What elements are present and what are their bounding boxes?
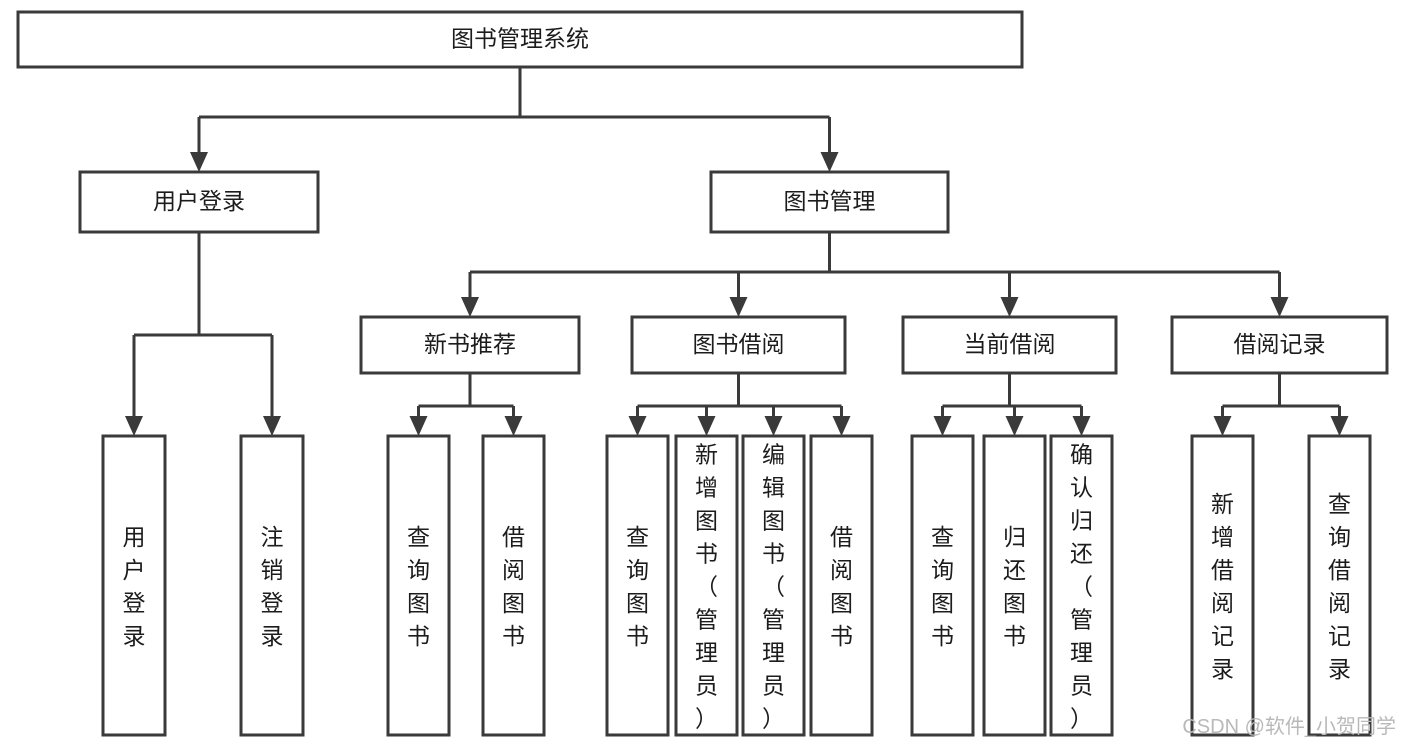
node-label: 图书借阅 <box>693 331 785 357</box>
node-box <box>809 434 874 737</box>
node-box <box>1049 434 1114 737</box>
node-label: 注销登录 <box>261 524 284 649</box>
node-label: 归还图书 <box>1003 524 1026 649</box>
node-user-login[interactable]: 用户登录 <box>78 170 320 234</box>
node-book-manage[interactable]: 图书管理 <box>709 170 950 234</box>
node-box <box>359 315 581 375</box>
node-label: 借阅图书 <box>502 524 525 649</box>
node-box <box>630 315 847 375</box>
arrow-head-icon <box>125 416 143 436</box>
node-current-borrow[interactable]: 当前借阅 <box>901 315 1118 375</box>
arrow-head-icon <box>1000 297 1019 317</box>
node-leaf-query-book-1[interactable]: 查询图书 <box>386 434 451 737</box>
node-leaf-borrow-book-1[interactable]: 借阅图书 <box>481 434 546 737</box>
node-box <box>709 170 950 234</box>
node-box <box>741 434 806 737</box>
csdn-watermark: CSDN @软件_小贺同学 <box>1182 715 1396 738</box>
nodes-layer: 图书管理系统用户登录图书管理新书推荐图书借阅当前借阅借阅记录用户登录注销登录查询… <box>16 10 1389 737</box>
node-label: 新增借阅记录 <box>1211 491 1234 682</box>
node-box <box>1170 315 1389 375</box>
edges-layer <box>125 67 1349 436</box>
node-box <box>605 434 670 737</box>
arrow-head-icon <box>764 416 783 436</box>
node-label: 当前借阅 <box>964 331 1056 357</box>
node-leaf-query-record[interactable]: 查询借阅记录 <box>1307 434 1372 737</box>
node-box <box>1307 434 1372 737</box>
node-leaf-logout[interactable]: 注销登录 <box>239 434 305 737</box>
node-leaf-return-book[interactable]: 归还图书 <box>982 434 1047 737</box>
node-box <box>481 434 546 737</box>
node-label: 编辑图书（管理员） <box>762 442 785 732</box>
node-label: 图书管理系统 <box>451 26 589 52</box>
node-label: 借阅记录 <box>1234 331 1326 357</box>
arrow-head-icon <box>1005 416 1024 436</box>
node-leaf-edit-book[interactable]: 编辑图书（管理员） <box>741 434 806 737</box>
node-label: 查询图书 <box>407 524 430 649</box>
node-label: 查询图书 <box>626 524 649 649</box>
node-label: 借阅图书 <box>830 524 853 649</box>
node-box <box>1190 434 1255 737</box>
node-borrow-record[interactable]: 借阅记录 <box>1170 315 1389 375</box>
arrow-head-icon <box>1072 416 1091 436</box>
node-label: 新增图书（管理员） <box>695 442 718 732</box>
node-leaf-user-login[interactable]: 用户登录 <box>101 434 167 737</box>
node-box <box>239 434 305 737</box>
arrow-head-icon <box>409 416 428 436</box>
node-leaf-borrow-book-2[interactable]: 借阅图书 <box>809 434 874 737</box>
node-label: 查询借阅记录 <box>1328 491 1351 682</box>
arrow-head-icon <box>190 152 208 172</box>
arrow-head-icon <box>820 152 839 172</box>
node-leaf-add-book[interactable]: 新增图书（管理员） <box>674 434 739 737</box>
arrow-head-icon <box>1213 416 1232 436</box>
node-book-borrow[interactable]: 图书借阅 <box>630 315 847 375</box>
arrow-head-icon <box>729 297 748 317</box>
node-label: 用户登录 <box>123 524 146 649</box>
node-leaf-query-book-3[interactable]: 查询图书 <box>910 434 975 737</box>
node-box <box>674 434 739 737</box>
node-new-book-rec[interactable]: 新书推荐 <box>359 315 581 375</box>
node-box <box>78 170 320 234</box>
node-box <box>386 434 451 737</box>
node-label: 查询图书 <box>931 524 954 649</box>
arrow-head-icon <box>933 416 952 436</box>
node-label: 用户登录 <box>153 188 245 214</box>
arrow-head-icon <box>263 416 281 436</box>
arrow-head-icon <box>628 416 647 436</box>
node-box <box>901 315 1118 375</box>
arrow-head-icon <box>1270 297 1289 317</box>
arrow-head-icon <box>832 416 851 436</box>
arrow-head-icon <box>1330 416 1349 436</box>
node-leaf-confirm-return[interactable]: 确认归还（管理员） <box>1049 434 1114 737</box>
node-box <box>910 434 975 737</box>
node-label: 确认归还（管理员） <box>1070 442 1093 732</box>
node-box <box>16 10 1024 69</box>
node-leaf-add-record[interactable]: 新增借阅记录 <box>1190 434 1255 737</box>
arrow-head-icon <box>504 416 523 436</box>
node-root[interactable]: 图书管理系统 <box>16 10 1024 69</box>
node-label: 图书管理 <box>784 188 876 214</box>
arrow-head-icon <box>461 297 479 317</box>
node-box <box>101 434 167 737</box>
node-label: 新书推荐 <box>424 331 516 357</box>
arrow-head-icon <box>697 416 716 436</box>
node-box <box>982 434 1047 737</box>
node-leaf-query-book-2[interactable]: 查询图书 <box>605 434 670 737</box>
